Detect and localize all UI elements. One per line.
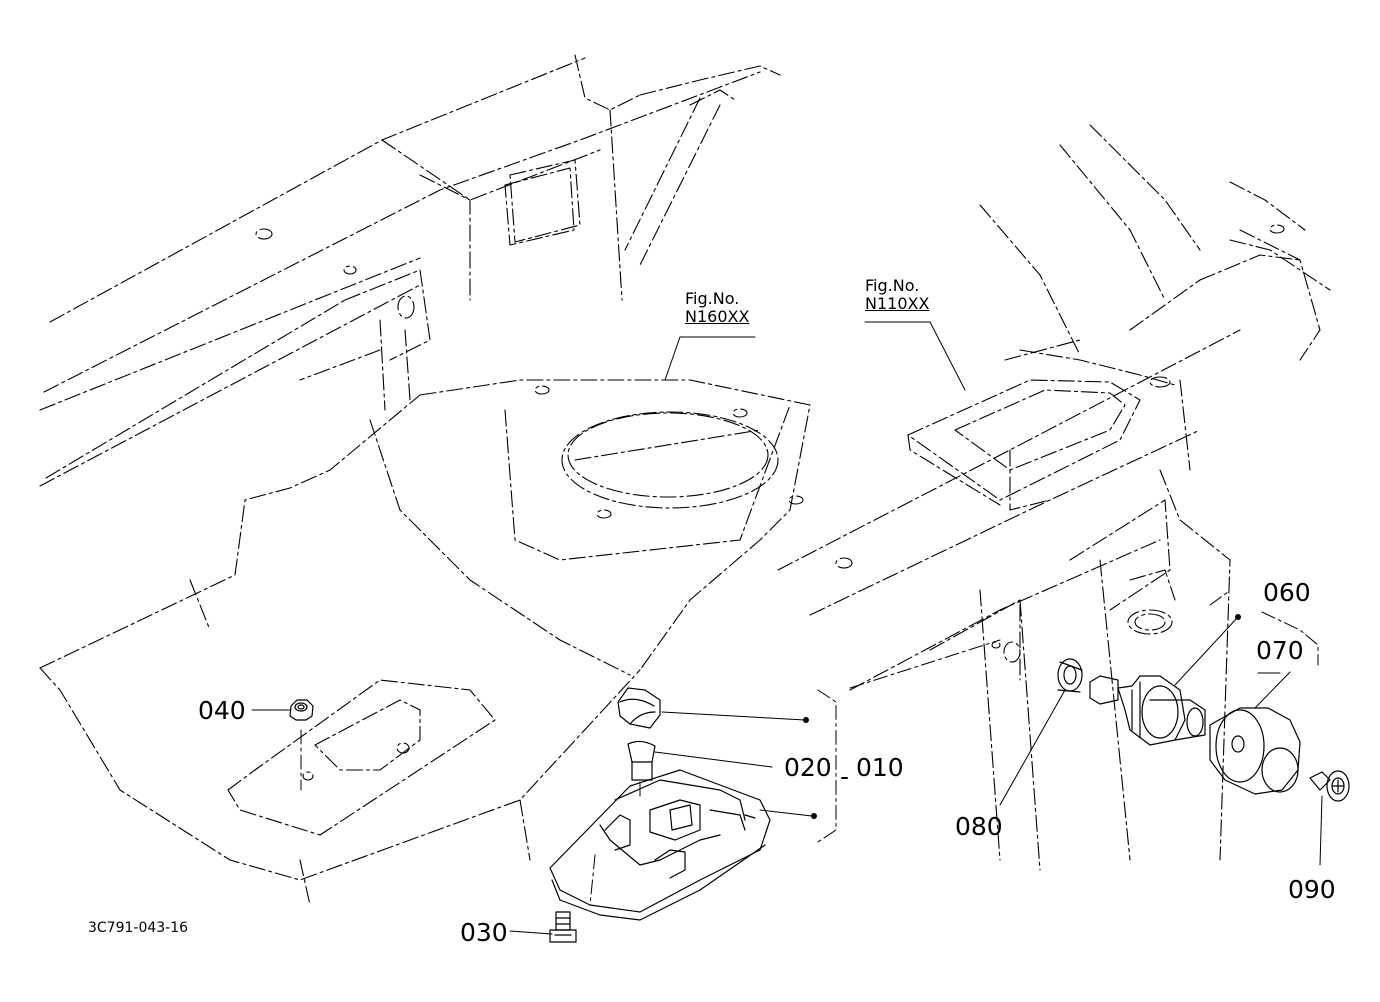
part-040-nut [289,699,314,721]
part-060-switch [1089,675,1206,746]
part-label-080[interactable]: 080 [955,812,1003,841]
fig-ref-n160xx[interactable]: Fig.No. N160XX [685,291,749,325]
part-label-010[interactable]: 010 [856,753,904,782]
fig-ref-n160xx-line1: Fig.No. [685,289,740,308]
part-label-030[interactable]: 030 [460,918,508,947]
fig-ref-n110xx-line1: Fig.No. [865,276,920,295]
part-010-housing [549,769,771,921]
fig-ref-n110xx-line2: N110XX [865,294,930,313]
fig-ref-n160xx-line2: N160XX [685,307,750,326]
part-label-070[interactable]: 070 [1256,636,1304,665]
part-080-collar [1057,658,1083,693]
part-label-020[interactable]: 020 [784,753,832,782]
part-label-060[interactable]: 060 [1263,578,1311,607]
part-070-knob [1209,707,1301,795]
label-dash: - [840,762,850,791]
part-label-090[interactable]: 090 [1288,875,1336,904]
part-020-knob [617,687,661,781]
part-030-screw [549,911,577,943]
phantom-frame-outline [39,54,1331,906]
leader-lines [251,321,1323,935]
part-label-040[interactable]: 040 [198,696,246,725]
assembly-bracket-lines [300,591,1319,906]
leader-dots [803,614,1241,819]
part-090-screw [1309,770,1350,802]
diagram-ref-number: 3C791-043-16 [88,920,189,936]
fig-ref-n110xx[interactable]: Fig.No. N110XX [865,278,929,312]
